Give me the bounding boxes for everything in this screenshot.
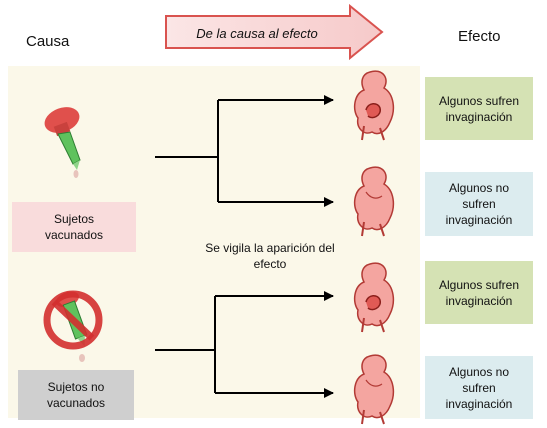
no-symbol-icon	[43, 290, 103, 350]
outcome-not-affected-label: Algunos no sufren invaginación	[445, 364, 513, 411]
not-vaccinated-group-label: Sujetos no vacunados	[46, 380, 106, 410]
monitoring-note: Se vigila la aparición del efecto	[205, 241, 335, 271]
outcome-affected-label: Algunos sufren invaginación	[438, 277, 520, 308]
outcome-not-affected-label: Algunos no sufren invaginación	[445, 181, 513, 227]
outcome-affected-label: Algunos sufren invaginación	[438, 93, 520, 124]
intestine-icon	[353, 70, 395, 141]
outcome-not-affected-box: Algunos no sufren invaginación	[425, 172, 533, 236]
intestine-icon	[353, 262, 395, 333]
vaccinated-group-box: Sujetos vacunados	[12, 202, 136, 252]
flow-label: De la causa al efecto	[196, 26, 318, 41]
dropper-icon	[44, 107, 81, 178]
flow-arrow	[165, 4, 384, 61]
outcome-not-affected-box: Algunos no sufren invaginación	[425, 356, 533, 419]
no-vaccine-icon	[43, 290, 103, 362]
vaccinated-group-label: Sujetos vacunados	[44, 212, 104, 242]
outcome-affected-box: Algunos sufren invaginación	[425, 261, 533, 324]
intestine-icon	[353, 354, 395, 425]
effect-header: Efecto	[458, 28, 501, 45]
intestine-icon	[353, 166, 395, 237]
cause-header: Causa	[26, 33, 70, 50]
not-vaccinated-group-box: Sujetos no vacunados	[18, 370, 134, 420]
outcome-affected-box: Algunos sufren invaginación	[425, 77, 533, 140]
